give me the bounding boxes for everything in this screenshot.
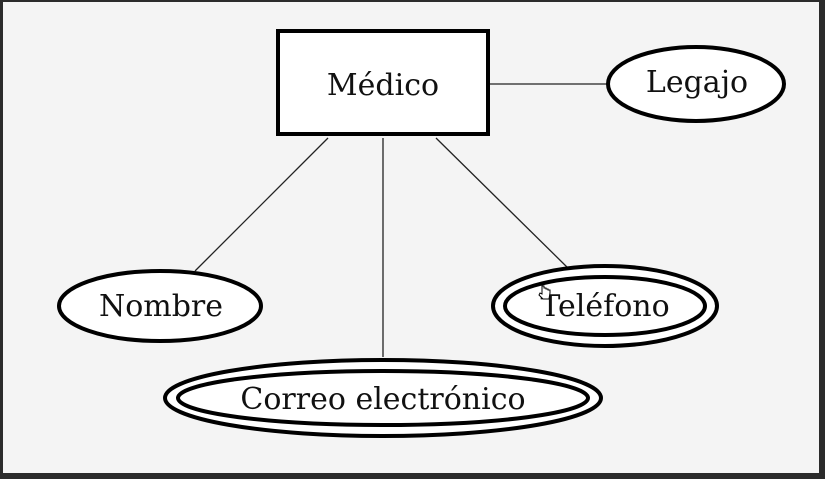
hand-cursor-icon: [538, 285, 551, 300]
attribute-ellipse-inner: [503, 275, 707, 337]
attribute-label: Nombre: [99, 289, 223, 324]
attribute-label: Teléfono: [540, 289, 669, 324]
attribute-ellipse: [606, 45, 786, 123]
attribute-ellipse: [57, 269, 263, 343]
edge-medico-telefono: [435, 137, 571, 271]
edge-medico-nombre: [194, 137, 329, 272]
attribute-ellipse-inner: [176, 369, 590, 427]
attribute-legajo[interactable]: Legajo: [606, 45, 786, 123]
attribute-ellipse-outer: [163, 358, 603, 438]
attribute-telefono[interactable]: Teléfono: [491, 264, 719, 348]
entity-medico[interactable]: Médico: [276, 29, 490, 136]
attribute-ellipse-outer: [491, 264, 719, 348]
attribute-nombre[interactable]: Nombre: [57, 269, 263, 343]
entity-box: [276, 29, 490, 136]
entity-label: Médico: [327, 68, 439, 103]
attribute-label: Correo electrónico: [240, 382, 525, 417]
attribute-label: Legajo: [646, 65, 748, 100]
attribute-correo[interactable]: Correo electrónico: [163, 358, 603, 438]
